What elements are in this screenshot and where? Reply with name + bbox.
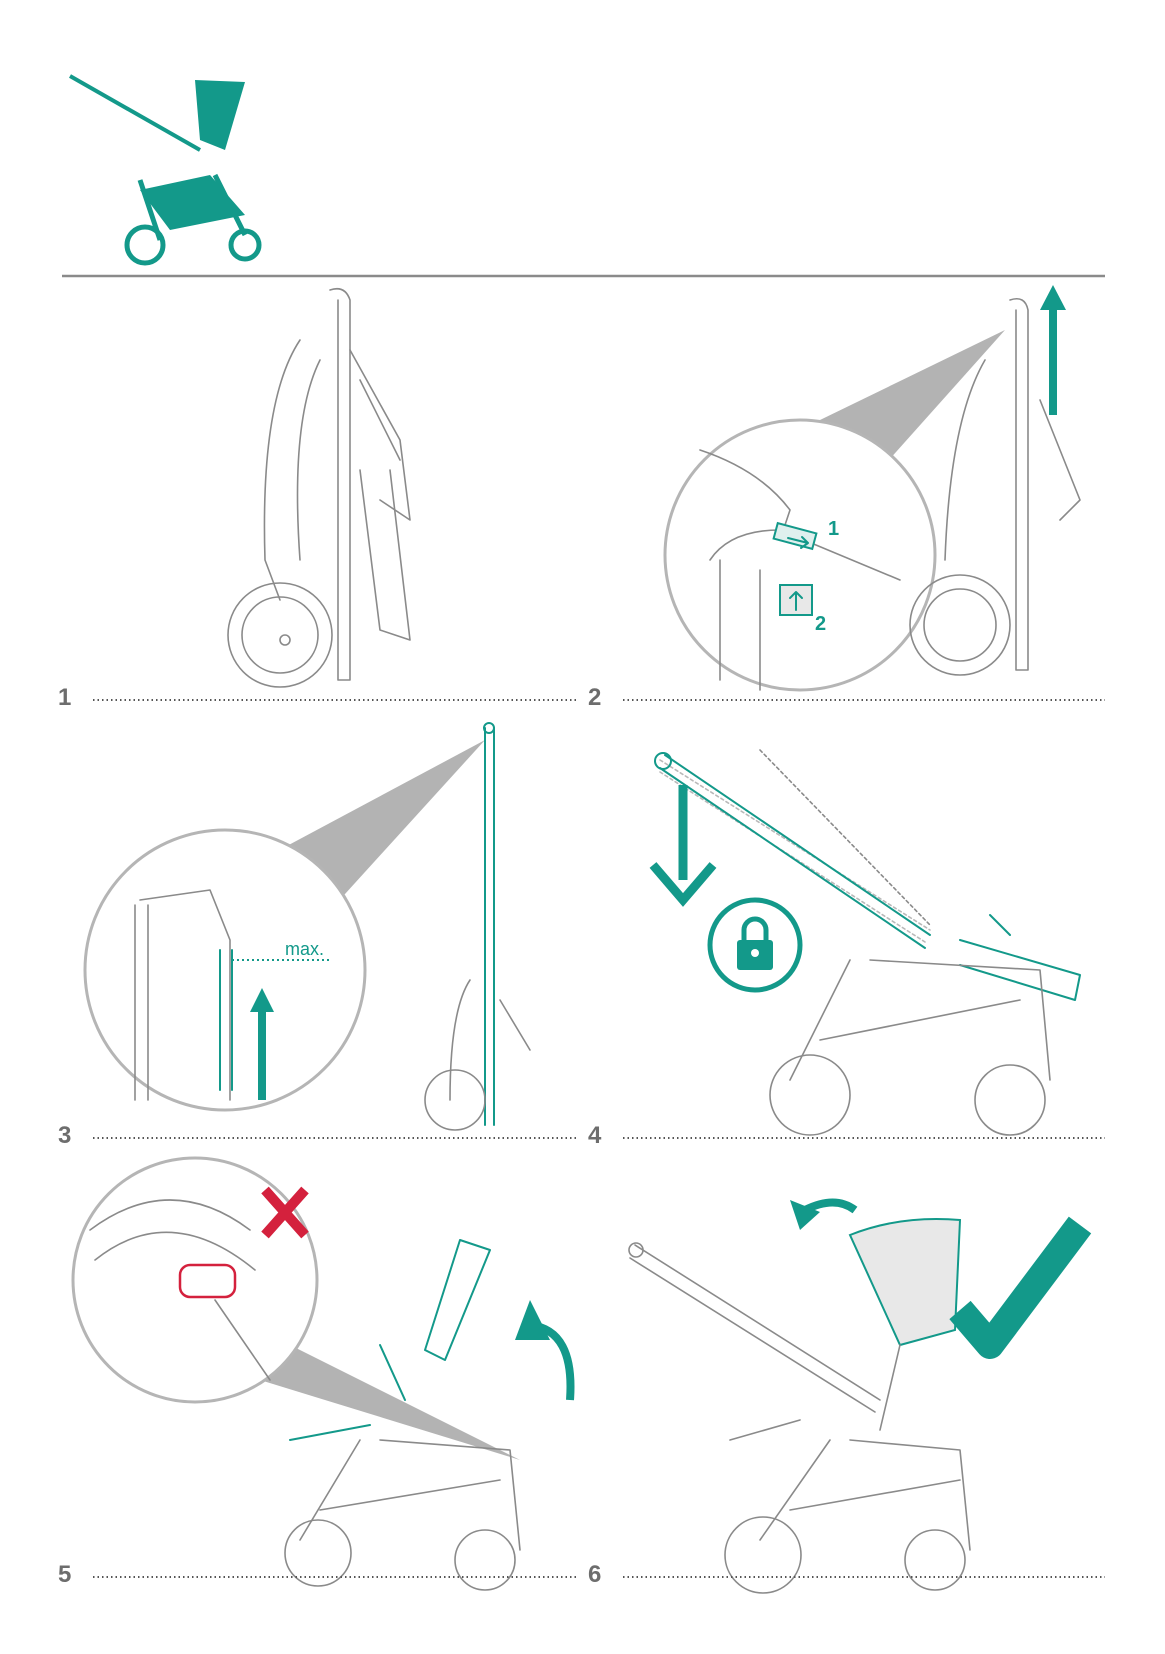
step-number-5: 5 <box>58 1561 71 1588</box>
step-4-illustration <box>649 749 1081 1136</box>
curved-arrow-icon <box>515 1300 550 1340</box>
step-number-2: 2 <box>588 684 601 711</box>
step-6-illustration <box>628 1198 1092 1594</box>
callout-2: 2 <box>815 613 826 635</box>
highlight-button <box>178 1263 237 1299</box>
step-number-6: 6 <box>588 1561 601 1588</box>
step-3-illustration: max. <box>83 722 531 1131</box>
checkmark-icon <box>949 1216 1092 1359</box>
header-stroller-icon <box>69 74 262 266</box>
callout-1: 1 <box>828 518 839 540</box>
step-2-illustration: 1 2 <box>663 285 1081 692</box>
step-5-illustration <box>71 1156 575 1591</box>
curved-arrow-icon <box>790 1200 820 1230</box>
step-number-4: 4 <box>588 1122 602 1149</box>
up-arrow-icon <box>1040 285 1066 310</box>
lock-icon <box>707 897 803 993</box>
cross-icon <box>261 1186 309 1239</box>
step-number-1: 1 <box>58 684 71 711</box>
step-number-3: 3 <box>58 1122 71 1149</box>
up-arrow-icon <box>250 988 274 1012</box>
step-1-illustration <box>227 287 411 688</box>
max-label: max. <box>285 939 324 959</box>
